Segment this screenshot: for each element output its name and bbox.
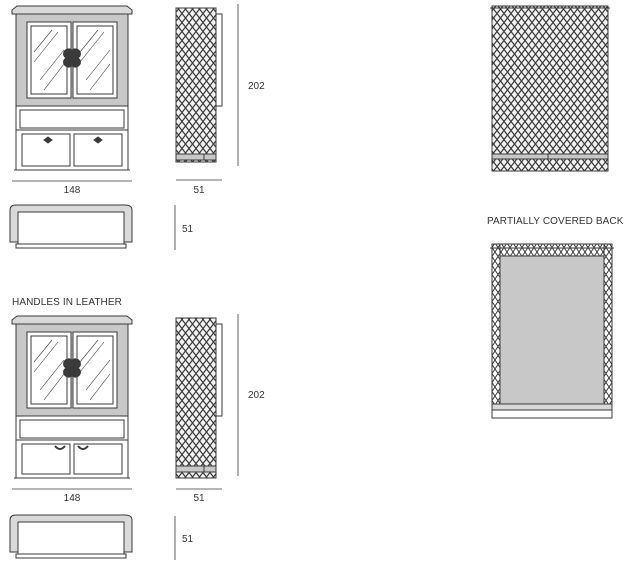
cabinet-front-bottom: [11, 315, 133, 479]
dimension-depth-top-plan: 51: [182, 224, 194, 235]
cabinet-side-top: [175, 7, 223, 163]
leather-handle-icon: [77, 445, 89, 450]
cabinet-side-bottom: [175, 317, 223, 479]
knob-icon: [93, 136, 103, 144]
cabinet-plan-top: [9, 204, 133, 249]
dimension-width-top: 148: [64, 185, 81, 196]
cabinet-plan-bottom: [9, 514, 133, 559]
dimension-height-bottom: 202: [248, 390, 265, 401]
leather-handle-icon: [54, 445, 66, 450]
cabinet-front-top: [11, 5, 133, 171]
ornament-handle-icon: [63, 48, 81, 68]
dimension-width-bottom: 148: [64, 493, 81, 504]
back-caption: PARTIALLY COVERED BACK: [487, 216, 624, 227]
dimension-height-top: 202: [248, 81, 265, 92]
ornament-handle-icon: [63, 358, 81, 378]
cabinet-back-full: [490, 5, 610, 172]
handles-caption: HANDLES IN LEATHER: [12, 297, 122, 308]
knob-icon: [43, 136, 53, 144]
cabinet-back-partial: [490, 243, 614, 419]
dimension-depth-top-side: 51: [193, 185, 205, 196]
dimension-depth-bottom-plan: 51: [182, 534, 194, 545]
dimension-depth-bottom-side: 51: [193, 493, 205, 504]
